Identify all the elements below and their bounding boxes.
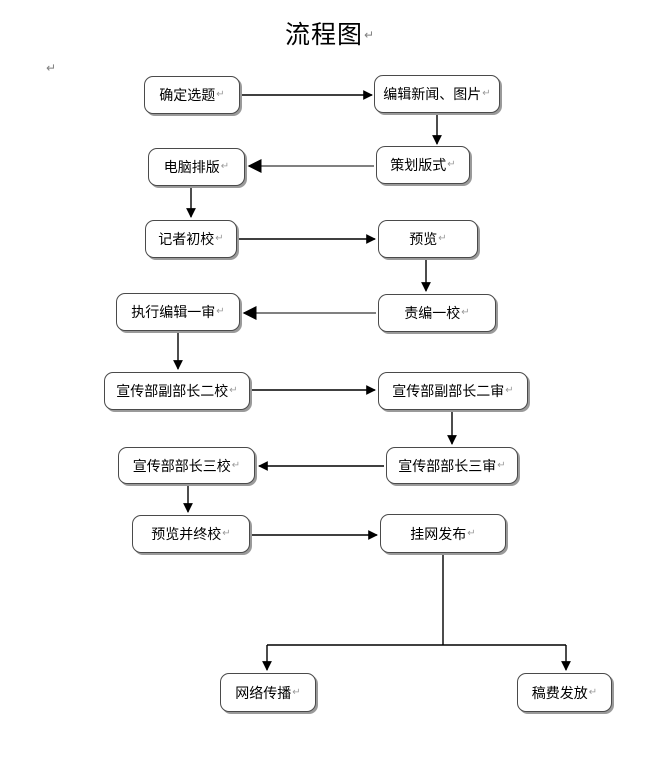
- pilcrow-mark: ↵: [447, 159, 456, 170]
- flow-node-n8[interactable]: 责编一校↵: [378, 294, 496, 332]
- flow-node-label: 预览: [409, 231, 438, 247]
- page-title-text: 流程图: [284, 21, 363, 49]
- pilcrow-mark: ↵: [229, 385, 238, 396]
- stray-pilcrow-top-left: ↵: [46, 61, 57, 75]
- pilcrow-mark: ↵: [292, 686, 301, 698]
- flow-node-label: 挂网发布: [410, 525, 467, 542]
- pilcrow-mark: ↵: [438, 233, 447, 244]
- flow-node-label: 执行编辑一审: [131, 304, 216, 320]
- flow-node-label: 策划版式: [390, 157, 447, 173]
- flow-node-label: 编辑新闻、图片: [383, 86, 482, 102]
- flow-node-n15[interactable]: 网络传播↵: [220, 673, 316, 712]
- flow-node-label: 责编一校: [404, 305, 461, 321]
- flow-node-n13[interactable]: 预览并终校↵: [132, 515, 250, 553]
- flow-node-n4[interactable]: 策划版式↵: [376, 146, 470, 184]
- pilcrow-mark: ↵: [461, 307, 470, 318]
- pilcrow-mark: ↵: [216, 89, 225, 100]
- flow-node-n10[interactable]: 宣传部副部长二审↵: [378, 372, 528, 410]
- pilcrow-mark: ↵: [363, 28, 376, 42]
- pilcrow-mark: ↵: [231, 459, 241, 471]
- flow-node-n1[interactable]: 确定选题↵: [144, 76, 240, 114]
- pilcrow-mark: ↵: [482, 88, 491, 99]
- flow-node-label: 宣传部副部长二校: [116, 383, 229, 399]
- flow-node-n14[interactable]: 挂网发布↵: [380, 514, 506, 553]
- flow-node-n6[interactable]: 预览↵: [378, 220, 478, 258]
- flow-node-label: 记者初校: [158, 231, 215, 247]
- flow-node-label: 电脑排版: [163, 159, 220, 175]
- flow-node-n2[interactable]: 编辑新闻、图片↵: [374, 75, 500, 113]
- flow-node-n12[interactable]: 宣传部部长三审↵: [386, 447, 518, 484]
- flow-node-n5[interactable]: 记者初校↵: [145, 220, 237, 258]
- flow-node-n11[interactable]: 宣传部部长三校↵: [118, 447, 255, 484]
- flow-node-label: 网络传播: [235, 684, 292, 701]
- flow-node-label: 稿费发放: [531, 684, 588, 701]
- pilcrow-mark: ↵: [222, 528, 231, 539]
- pilcrow-mark: ↵: [588, 686, 598, 698]
- flow-node-n7[interactable]: 执行编辑一审↵: [116, 293, 240, 331]
- pilcrow-mark: ↵: [467, 527, 476, 539]
- pilcrow-mark: ↵: [220, 161, 230, 172]
- flow-node-label: 宣传部部长三校: [132, 457, 231, 474]
- flow-node-label: 确定选题: [159, 87, 216, 103]
- pilcrow-mark: ↵: [216, 306, 225, 317]
- flow-node-label: 宣传部部长三审: [398, 457, 497, 474]
- page-title: 流程图↵: [0, 20, 660, 50]
- pilcrow-mark: ↵: [215, 233, 224, 244]
- flow-node-n3[interactable]: 电脑排版↵: [148, 148, 245, 186]
- flow-node-label: 宣传部副部长二审: [392, 383, 505, 399]
- flow-node-n9[interactable]: 宣传部副部长二校↵: [104, 372, 250, 410]
- pilcrow-mark: ↵: [497, 459, 506, 471]
- flow-node-n16[interactable]: 稿费发放↵: [517, 673, 612, 712]
- flow-node-label: 预览并终校: [151, 526, 222, 542]
- pilcrow-mark: ↵: [505, 385, 514, 396]
